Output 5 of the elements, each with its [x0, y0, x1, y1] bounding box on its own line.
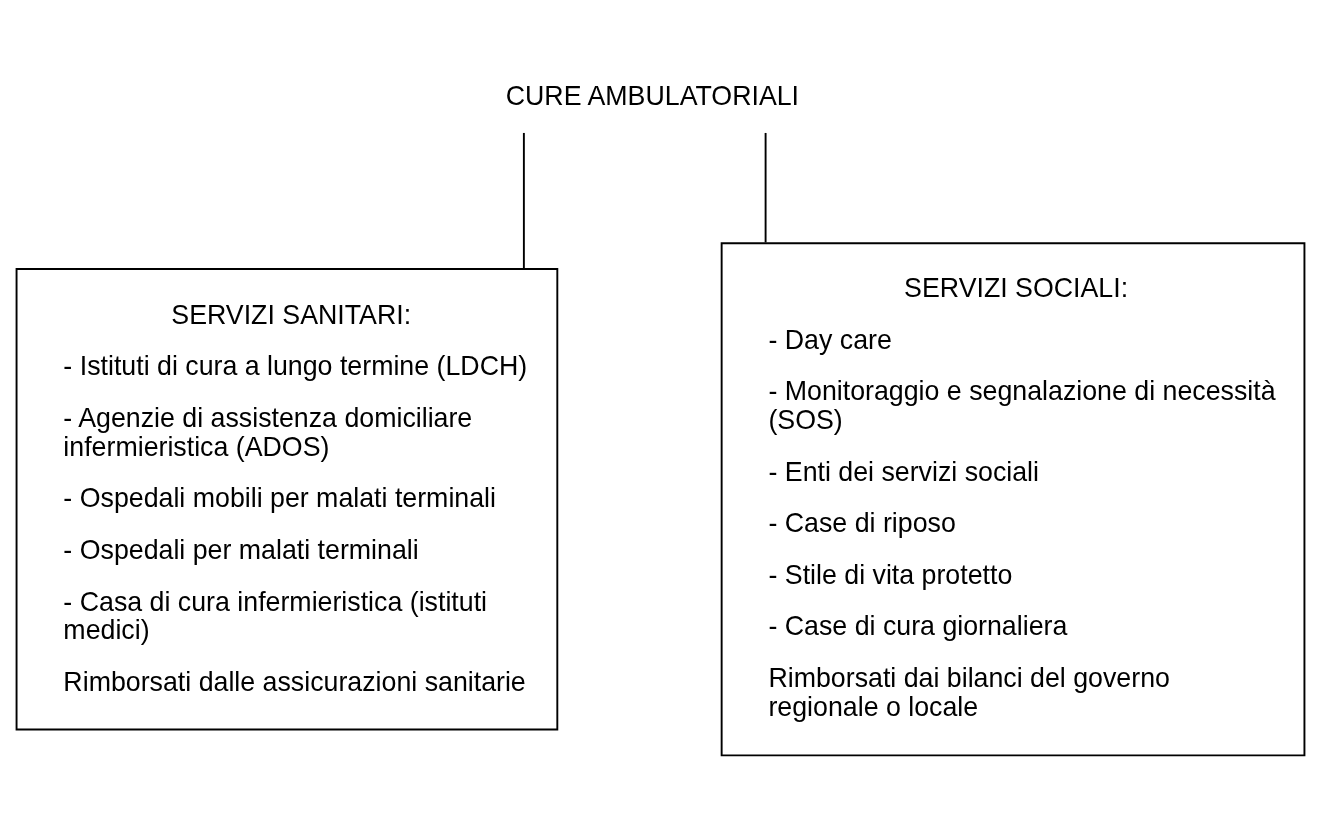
connector — [522, 131, 525, 270]
node-text: CURE AMBULATORIALI — [505, 80, 800, 111]
connector — [764, 131, 767, 243]
node-box: SERVIZI SOCIALI: - Day care - Monitoraggio e segnalazione di necessità (SOS) - Enti dei servizi sociali - Case di riposo - Stile di vita protetto - Case di cura giornaliera Rimborsati dai bilanci del governo regionale o locale — [720, 241, 1306, 756]
node-box: SERVIZI SANITARI: - Istituti di cura a lungo termine (LDCH) - Agenzie di assistenza domiciliare infermieristica (ADOS) - Ospedali mobili per malati terminali - Ospedali per malati terminali - Casa di cura infermieristica (istituti medici) Rimborsati dalle assicurazioni sanitarie — [15, 267, 559, 730]
